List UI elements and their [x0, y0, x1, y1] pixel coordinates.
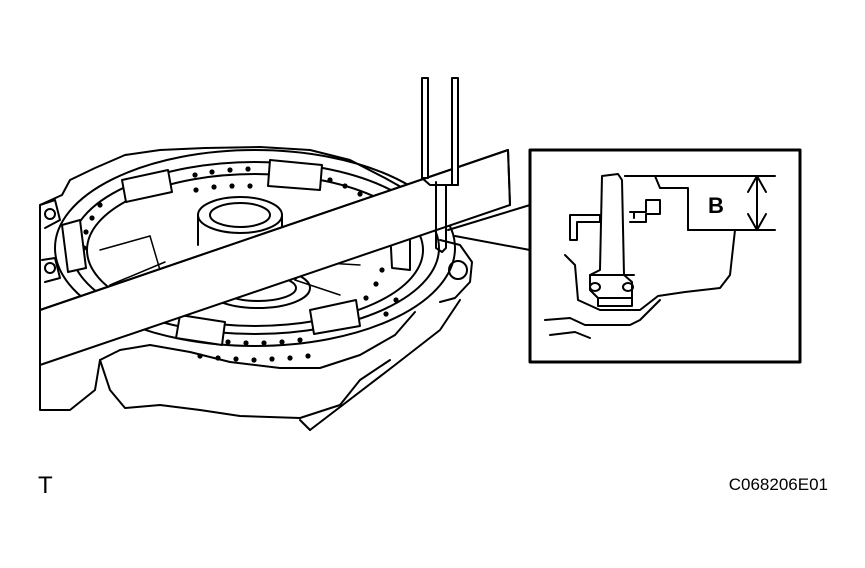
- detail-label-b: B: [708, 193, 724, 218]
- straight-edge: [39, 149, 511, 366]
- depth-gauge-probe: [421, 77, 459, 253]
- view-marker-t: T: [38, 472, 53, 499]
- detail-leader: [447, 204, 531, 251]
- clutch-lugs: [61, 159, 411, 346]
- transmission-housing: [39, 146, 473, 431]
- figure-code: C068206E01: [729, 475, 828, 494]
- detail-inset: [528, 148, 802, 364]
